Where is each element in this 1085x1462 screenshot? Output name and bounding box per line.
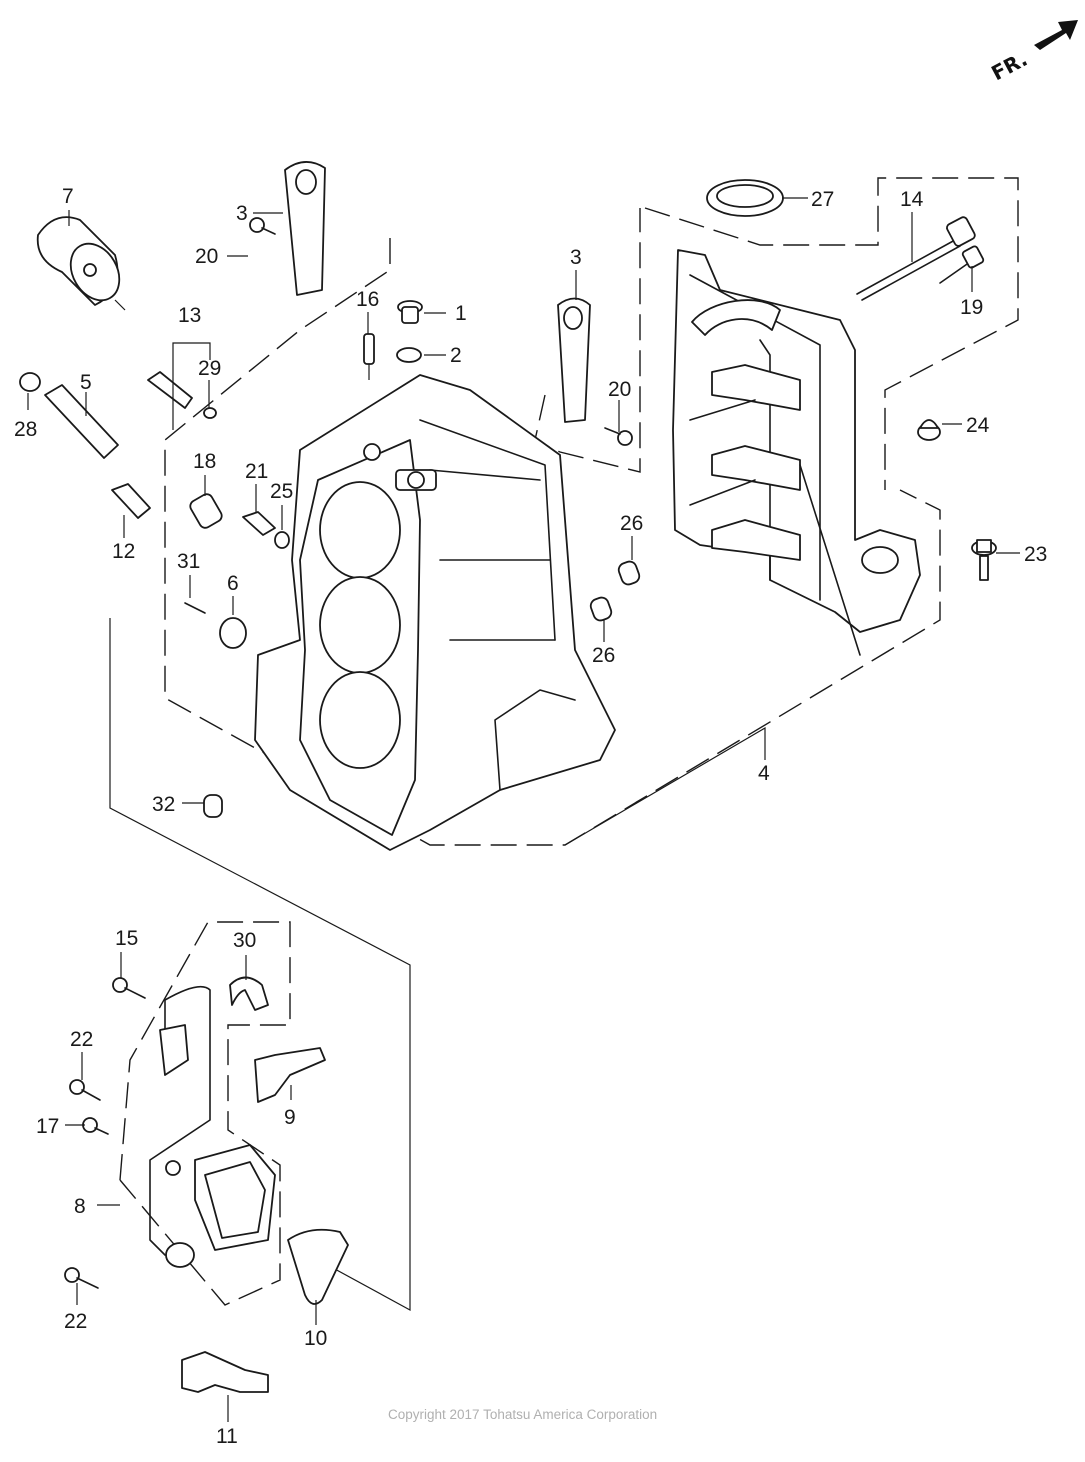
part-32-dowel bbox=[203, 794, 223, 818]
part-23-flange-bolt bbox=[971, 539, 997, 581]
callout-26: 26 bbox=[620, 512, 643, 535]
callout-14: 14 bbox=[900, 188, 924, 211]
part-26-dowel-upper bbox=[617, 560, 641, 586]
arrow-up-right-icon bbox=[1034, 20, 1078, 50]
callout-1: 1 bbox=[455, 302, 467, 325]
callout-30: 30 bbox=[233, 929, 256, 952]
callout-5: 5 bbox=[80, 371, 92, 394]
callout-9: 9 bbox=[284, 1106, 296, 1129]
callout-6: 6 bbox=[227, 572, 239, 595]
sensor-harness-assembly bbox=[149, 985, 276, 1268]
part-17-bolt bbox=[82, 1117, 109, 1135]
callout-labels: 1 2 3 3 4 5 6 7 8 9 10 11 12 13 14 15 16… bbox=[14, 185, 1047, 1448]
callout-4: 4 bbox=[758, 762, 770, 785]
callout-18: 18 bbox=[193, 450, 216, 473]
part-10-gasket bbox=[287, 1228, 349, 1305]
callout-21: 21 bbox=[245, 460, 268, 483]
callout-19: 19 bbox=[960, 296, 983, 319]
group-outline-harness bbox=[119, 921, 291, 1306]
callout-22: 22 bbox=[64, 1310, 87, 1333]
part-26-dowel-lower bbox=[589, 596, 613, 622]
callout-13: 13 bbox=[178, 304, 201, 327]
callout-23: 23 bbox=[1024, 543, 1047, 566]
leader-4 bbox=[564, 726, 766, 846]
part-28-washer bbox=[19, 372, 41, 392]
copyright-text: Copyright 2017 Tohatsu America Corporati… bbox=[388, 1407, 658, 1422]
group-outline-crankcase bbox=[644, 177, 1019, 490]
callout-15: 15 bbox=[115, 927, 138, 950]
callout-20: 20 bbox=[608, 378, 631, 401]
group-outline-bracket bbox=[534, 208, 641, 473]
callout-20: 20 bbox=[195, 245, 218, 268]
callout-3: 3 bbox=[570, 246, 582, 269]
callout-16: 16 bbox=[356, 288, 379, 311]
part-16-sensor bbox=[363, 333, 375, 380]
callout-24: 24 bbox=[966, 414, 990, 437]
part-3-hanger-right bbox=[557, 297, 591, 423]
part-12-sensor bbox=[111, 483, 151, 519]
callout-29: 29 bbox=[198, 357, 221, 380]
part-29-washer bbox=[203, 407, 217, 419]
callout-32: 32 bbox=[152, 793, 175, 816]
callout-7: 7 bbox=[62, 185, 74, 208]
part-24-cap-nut bbox=[917, 419, 941, 441]
part-9-bracket bbox=[254, 1047, 326, 1103]
part-15-bolt bbox=[112, 977, 146, 999]
callout-10: 10 bbox=[304, 1327, 327, 1350]
callout-17: 17 bbox=[36, 1115, 59, 1138]
callout-12: 12 bbox=[112, 540, 135, 563]
part-1-plug bbox=[397, 300, 423, 324]
cylinder-block bbox=[254, 374, 616, 851]
part-30-clamp bbox=[229, 976, 269, 1011]
part-7-oil-filter bbox=[36, 216, 121, 306]
callout-2: 2 bbox=[450, 344, 462, 367]
part-31-bolt bbox=[184, 602, 206, 614]
part-19-bolt bbox=[939, 245, 985, 284]
part-5-fitting bbox=[44, 384, 119, 459]
part-2-washer bbox=[396, 347, 422, 363]
callout-31: 31 bbox=[177, 550, 200, 573]
part-22-bolt-upper bbox=[69, 1079, 101, 1101]
callout-26: 26 bbox=[592, 644, 615, 667]
part-14-bolt bbox=[856, 216, 976, 301]
part-18-spring bbox=[189, 493, 223, 529]
crankcase bbox=[672, 249, 921, 656]
callout-28: 28 bbox=[14, 418, 37, 441]
callout-3: 3 bbox=[236, 202, 248, 225]
callout-11: 11 bbox=[216, 1425, 238, 1448]
part-27-oil-seal bbox=[706, 179, 784, 217]
part-3-hanger-left bbox=[284, 161, 326, 296]
front-direction-marker: FR. bbox=[987, 20, 1078, 85]
leader-lines bbox=[27, 197, 1020, 1422]
part-21-bolt bbox=[242, 511, 276, 536]
part-11-bracket bbox=[181, 1351, 269, 1393]
part-22-bolt-lower bbox=[64, 1267, 99, 1289]
callout-27: 27 bbox=[811, 188, 834, 211]
callout-22: 22 bbox=[70, 1028, 93, 1051]
front-label: FR. bbox=[987, 47, 1031, 86]
part-25-washer bbox=[274, 531, 290, 549]
part-20-bolt-left bbox=[249, 217, 276, 235]
part-20-bolt-right bbox=[604, 427, 633, 446]
callout-8: 8 bbox=[74, 1195, 86, 1218]
part-6-grommet bbox=[219, 617, 247, 649]
group-outline-sensor bbox=[109, 618, 411, 1312]
callout-25: 25 bbox=[270, 480, 293, 503]
part-13-switch bbox=[147, 371, 193, 409]
